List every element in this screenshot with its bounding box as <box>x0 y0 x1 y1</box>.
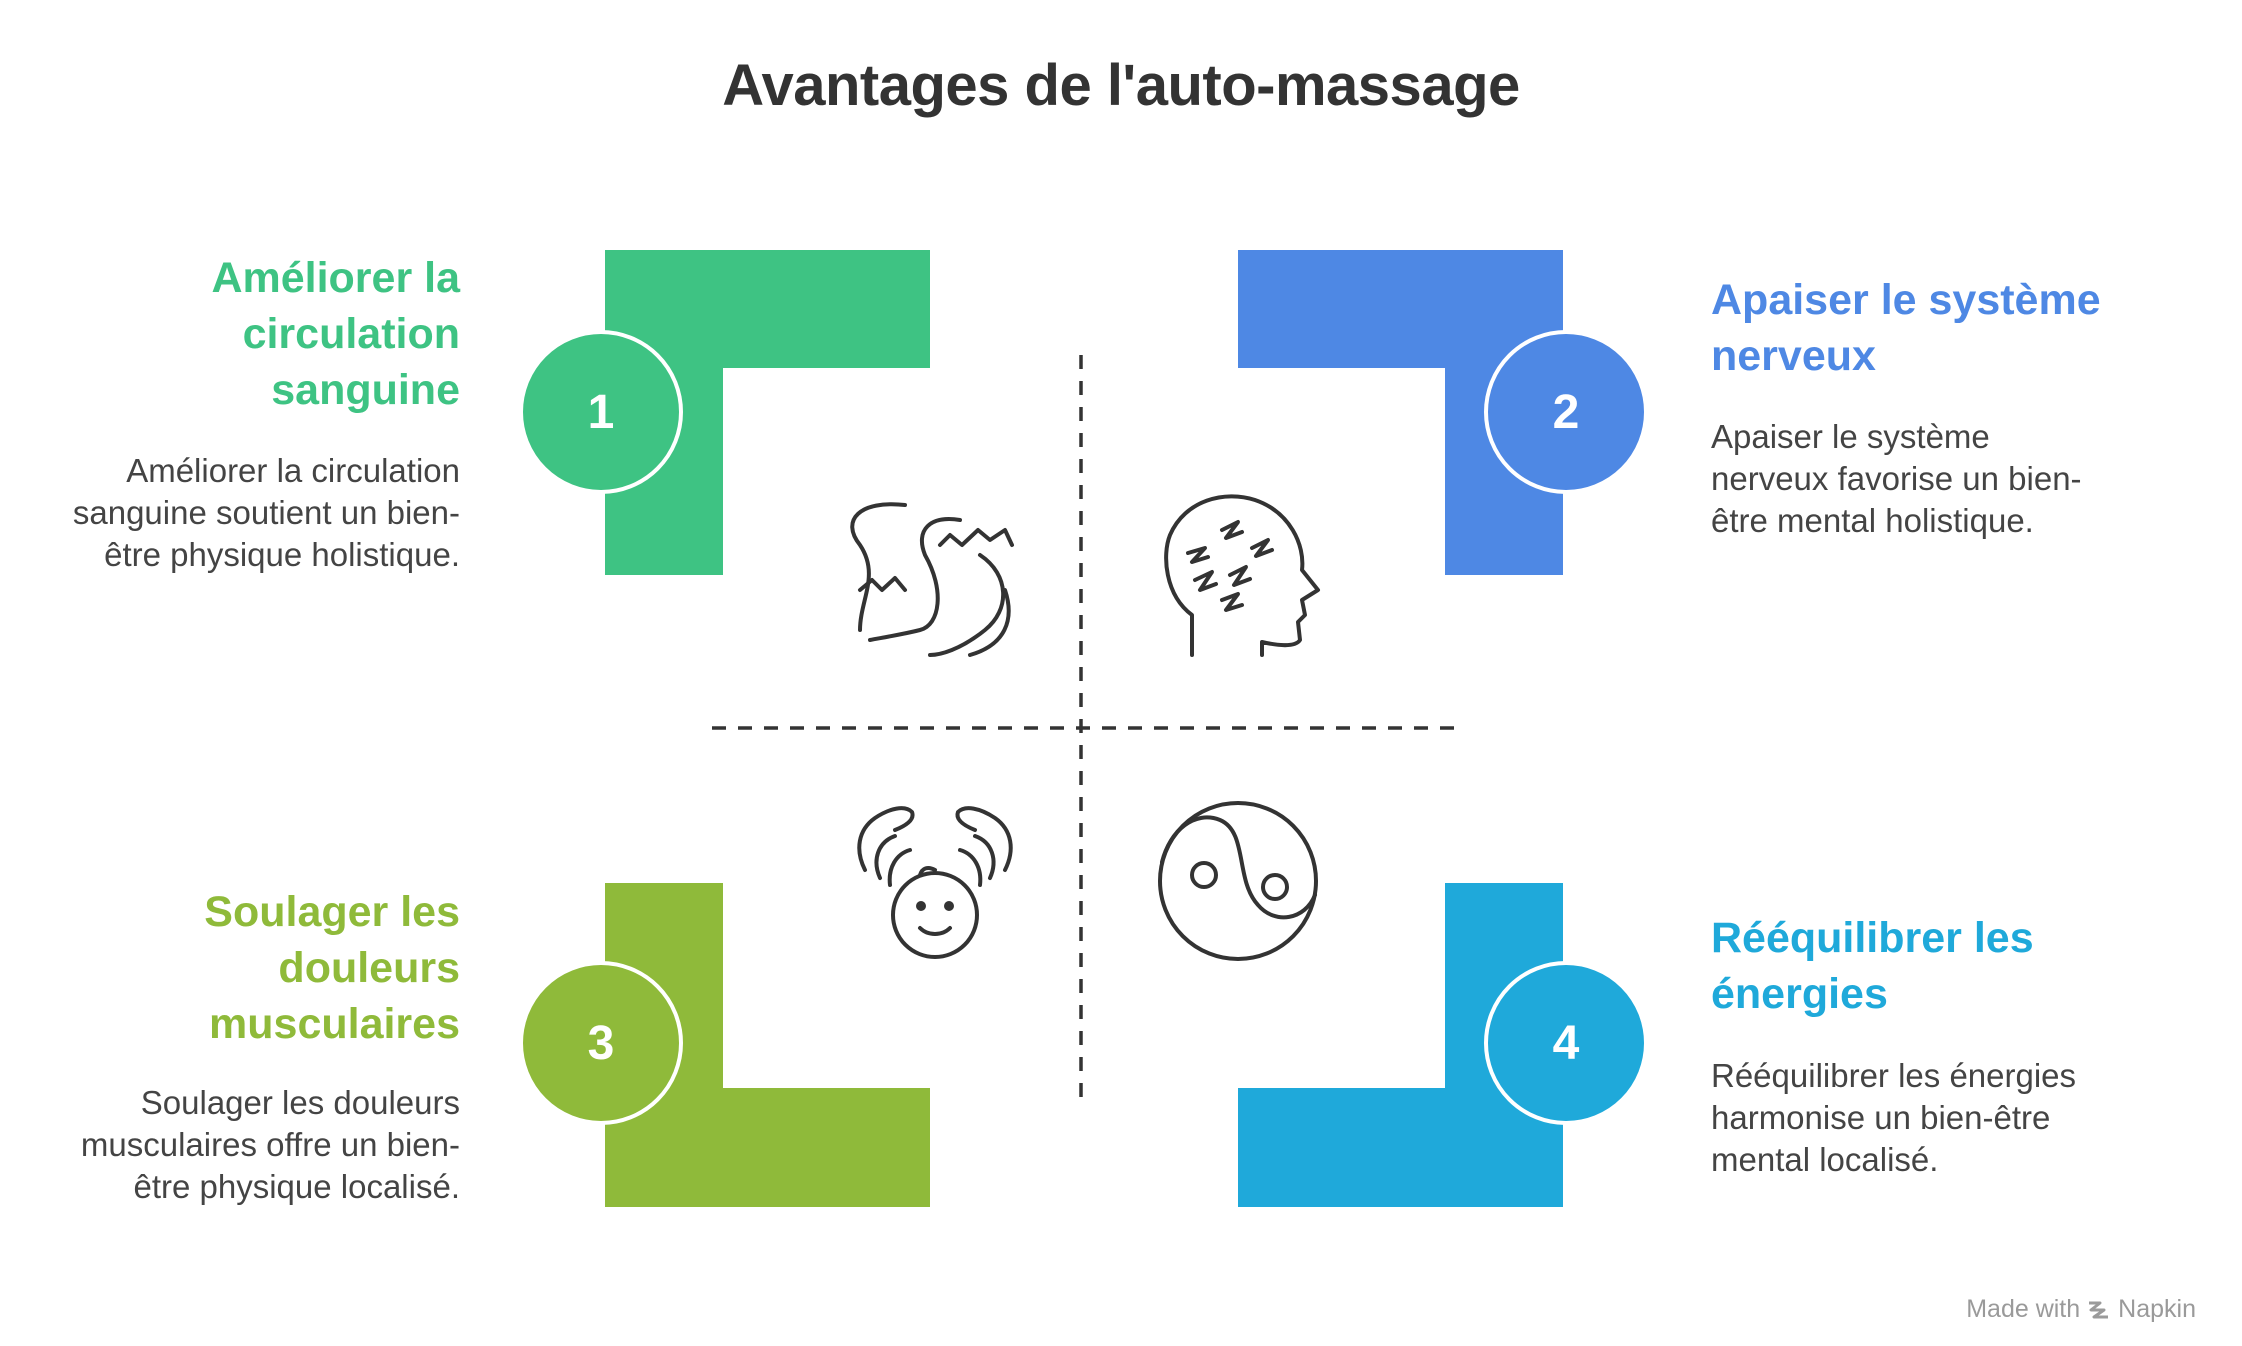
heading-1: Améliorer la circulation sanguine <box>160 250 460 418</box>
number-badge-2: 2 <box>1484 330 1648 494</box>
description-2: Apaiser le système nerveux favorise un b… <box>1711 416 2171 542</box>
heading-2-line-2: nerveux <box>1711 332 1876 380</box>
heading-4: Rééquilibrer les énergies <box>1711 910 2171 1022</box>
description-3-line-2: musculaires offre un bien- <box>80 1126 460 1163</box>
napkin-logo-icon <box>2089 1301 2109 1318</box>
description-2-line-1: Apaiser le système <box>1711 418 1990 455</box>
heading-3-line-1: Soulager les <box>204 888 460 936</box>
l-shape-3 <box>605 883 930 1207</box>
l-shape-2 <box>1238 250 1563 575</box>
number-1: 1 <box>588 386 615 439</box>
description-4-line-2: harmonise un bien-être <box>1711 1099 2051 1136</box>
number-2: 2 <box>1553 386 1580 439</box>
heading-3-line-2: douleurs <box>278 944 460 992</box>
heading-3-line-3: musculaires <box>209 1000 460 1048</box>
napkin-brand-label: Napkin <box>2118 1295 2196 1323</box>
description-1-line-1: Améliorer la circulation <box>126 452 460 489</box>
stressed-head-icon <box>1164 494 1320 657</box>
river-icon <box>850 502 1014 657</box>
description-1-line-2: sanguine soutient un bien- <box>72 494 460 531</box>
description-1: Améliorer la circulation sanguine soutie… <box>40 450 460 576</box>
description-3-line-1: Soulager les douleurs <box>140 1084 460 1121</box>
heading-1-line-3: sanguine <box>271 366 460 414</box>
l-shape-4 <box>1238 883 1563 1207</box>
heading-1-line-1: Améliorer la <box>211 254 460 302</box>
number-badge-1: 1 <box>519 330 683 494</box>
heading-4-line-2: énergies <box>1711 970 1888 1018</box>
description-2-line-3: être mental holistique. <box>1711 502 2034 539</box>
description-1-line-3: être physique holistique. <box>104 536 460 573</box>
made-with-label: Made with <box>1966 1295 2081 1323</box>
yin-yang-icon <box>1158 801 1318 961</box>
number-badge-4: 4 <box>1484 961 1648 1125</box>
heading-2: Apaiser le système nerveux <box>1711 272 2171 384</box>
hands-face-icon <box>857 806 1013 959</box>
description-4: Rééquilibrer les énergies harmonise un b… <box>1711 1055 2171 1181</box>
heading-4-line-1: Rééquilibrer les <box>1711 914 2034 962</box>
description-3: Soulager les douleurs musculaires offre … <box>40 1082 460 1208</box>
heading-3: Soulager les douleurs musculaires <box>160 884 460 1052</box>
l-shape-1 <box>605 250 930 575</box>
number-4: 4 <box>1553 1017 1580 1070</box>
heading-2-line-1: Apaiser le système <box>1711 276 2101 324</box>
page-title: Avantages de l'auto-massage <box>722 53 1520 118</box>
made-with-napkin-footer[interactable]: Made with Napkin <box>1966 1295 2196 1324</box>
description-4-line-3: mental localisé. <box>1711 1141 1939 1178</box>
description-2-line-2: nerveux favorise un bien- <box>1711 460 2082 497</box>
description-3-line-3: être physique localisé. <box>133 1168 460 1205</box>
number-badge-3: 3 <box>519 961 683 1125</box>
heading-1-line-2: circulation <box>242 310 460 358</box>
description-4-line-1: Rééquilibrer les énergies <box>1711 1057 2077 1094</box>
number-3: 3 <box>588 1017 615 1070</box>
